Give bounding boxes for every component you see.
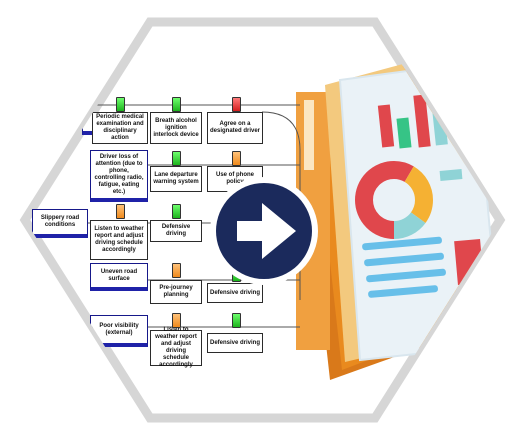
barrier-box-5-2[interactable]: Defensive driving <box>207 333 263 353</box>
barrier-box-1-3[interactable]: Agree on a designated driver <box>207 112 263 144</box>
arrow-right-icon <box>237 203 296 259</box>
barrier-box-1-1[interactable]: Periodic medical examination and discipl… <box>92 112 148 144</box>
barrier-label: Defensive driving <box>210 339 261 346</box>
barrier-label: Periodic medical examination and discipl… <box>96 114 144 141</box>
barrier-label: Lane departure warning system <box>153 172 199 185</box>
threat-label: Uneven road surface <box>100 268 138 282</box>
arrow-button[interactable] <box>210 177 318 285</box>
threat-box-4[interactable]: Uneven road surface <box>90 263 148 291</box>
barrier-box-3-1[interactable]: Listen to weather report and adjust driv… <box>90 220 148 260</box>
barrier-box-5-1[interactable]: Listen to weather report and adjust driv… <box>150 327 202 368</box>
barrier-light-3-2 <box>172 204 181 219</box>
barrier-box-4-1[interactable]: Pre-journey planning <box>150 280 202 304</box>
barrier-label: Defensive driving <box>161 224 191 237</box>
hazard-box[interactable]: Slippery road conditions <box>32 209 88 238</box>
threat-box-2[interactable]: Driver loss of attention (due to phone, … <box>90 150 148 202</box>
threat-label: Poor visibility (external) <box>99 322 139 336</box>
barrier-label: Defensive driving <box>210 289 261 296</box>
barrier-light-5-2 <box>232 313 241 328</box>
barrier-label: Listen to weather report and adjust driv… <box>155 327 197 368</box>
barrier-label: Use of phone policy <box>215 172 254 185</box>
barrier-light-2-2 <box>232 151 241 166</box>
barrier-light-1-2 <box>172 97 181 112</box>
barrier-light-5-1 <box>172 313 181 328</box>
barrier-label: Agree on a designated driver <box>210 121 261 134</box>
barrier-box-4-2[interactable]: Defensive driving <box>207 283 263 303</box>
barrier-label: Breath alcohol ignition interlock device <box>153 117 199 138</box>
barrier-box-3-2[interactable]: Defensive driving <box>150 220 202 242</box>
barrier-light-1-1 <box>116 97 125 112</box>
barrier-box-1-2[interactable]: Breath alcohol ignition interlock device <box>150 112 202 144</box>
barrier-box-2-1[interactable]: Lane departure warning system <box>150 166 202 192</box>
barrier-light-3-1 <box>116 204 125 219</box>
barrier-label: Pre-journey planning <box>159 285 193 298</box>
barrier-light-2-1 <box>172 151 181 166</box>
barrier-light-4-1 <box>172 263 181 278</box>
threat-label: Driver loss of attention (due to phone, … <box>94 153 144 195</box>
barrier-light-1-3 <box>232 97 241 112</box>
barrier-label: Listen to weather report and adjust driv… <box>94 226 144 253</box>
hazard-label: Slippery road conditions <box>40 215 80 228</box>
